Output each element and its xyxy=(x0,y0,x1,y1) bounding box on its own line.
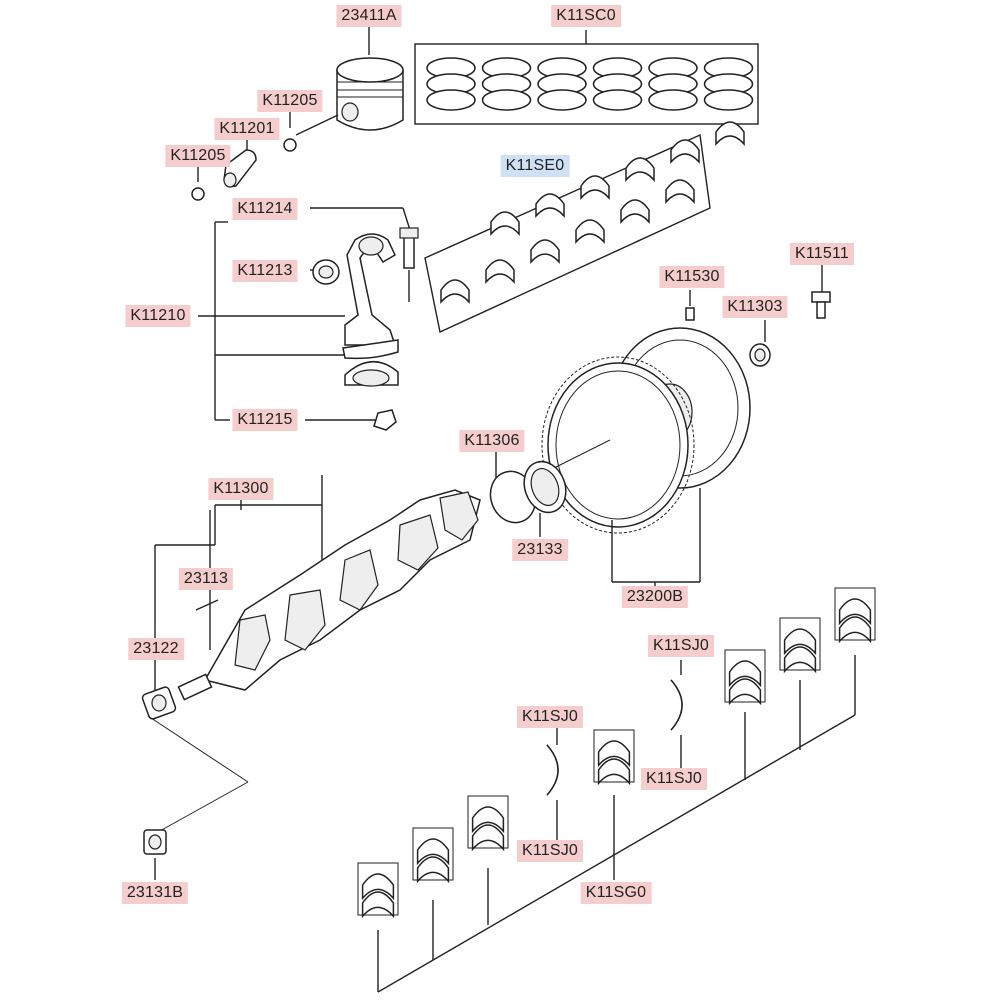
main-bearings xyxy=(357,587,876,993)
part-label-K11205-top[interactable]: K11205 xyxy=(257,90,323,112)
bearing-shell xyxy=(597,740,631,768)
part-label-K11SJ0-c[interactable]: K11SJ0 xyxy=(640,768,708,790)
piston-ring xyxy=(703,89,754,111)
conrod-callout-lines xyxy=(198,207,411,421)
part-label-23131B[interactable]: 23131B xyxy=(121,882,189,904)
bearing-shell xyxy=(597,758,631,786)
part-label-K11SE0[interactable]: K11SE0 xyxy=(500,155,570,177)
bearing-shell xyxy=(783,628,817,656)
bearing-shell xyxy=(715,121,745,146)
bearing-shell xyxy=(728,660,762,688)
bearing-shell xyxy=(575,219,605,244)
bearing-shell xyxy=(625,157,655,182)
bearing-shell xyxy=(670,139,700,164)
bearing-shell xyxy=(485,259,515,284)
piston-ring xyxy=(481,89,532,111)
bearing-shell xyxy=(361,891,395,919)
piston-ring xyxy=(537,89,587,111)
main-bearing-frame xyxy=(779,617,821,671)
main-bearing-frame xyxy=(834,587,876,641)
bearing-shell xyxy=(361,873,395,901)
piston-ring xyxy=(648,89,698,111)
part-label-K11205-bottom[interactable]: K11205 xyxy=(165,145,231,167)
part-label-K11530[interactable]: K11530 xyxy=(659,266,725,288)
piston-pin-clips xyxy=(191,110,339,201)
part-label-K11214[interactable]: K11214 xyxy=(232,198,298,220)
thrust-washer xyxy=(546,744,559,796)
bearing-shell xyxy=(838,598,872,626)
bearing-shell xyxy=(838,616,872,644)
connecting-rod xyxy=(312,227,419,431)
part-label-K11SJ0-b[interactable]: K11SJ0 xyxy=(516,706,584,728)
part-label-K11215[interactable]: K11215 xyxy=(232,409,298,431)
bearing-shell xyxy=(471,824,505,852)
bearing-shell xyxy=(471,806,505,834)
part-label-K11511[interactable]: K11511 xyxy=(790,243,854,265)
part-label-K11201[interactable]: K11201 xyxy=(214,118,280,140)
bearing-shell xyxy=(728,678,762,706)
part-label-23133[interactable]: 23133 xyxy=(512,539,568,561)
bearing-shell xyxy=(490,211,520,236)
bearing-shell xyxy=(620,199,650,224)
oil-seal xyxy=(489,452,567,537)
bearing-shell xyxy=(416,838,450,866)
piston-ring-set xyxy=(414,30,759,125)
flywheel-assembly xyxy=(541,265,831,590)
piston-ring xyxy=(426,89,476,111)
part-label-K11SC0[interactable]: K11SC0 xyxy=(551,5,621,27)
part-label-K11300[interactable]: K11300 xyxy=(208,478,274,500)
bearing-shell xyxy=(783,646,817,674)
part-label-K11210[interactable]: K11210 xyxy=(125,305,191,327)
part-label-23122[interactable]: 23122 xyxy=(128,638,184,660)
part-label-K11SJ0-d[interactable]: K11SJ0 xyxy=(516,840,584,862)
main-bearing-frame xyxy=(412,827,454,881)
bearing-shell xyxy=(530,239,560,264)
piston-ring xyxy=(592,89,643,111)
part-label-23200B[interactable]: 23200B xyxy=(621,586,689,608)
part-label-K11213[interactable]: K11213 xyxy=(232,260,298,282)
crankshaft xyxy=(141,475,481,880)
main-bearing-frame xyxy=(357,862,399,916)
conrod-bearing-set xyxy=(424,121,745,334)
main-bearing-frame xyxy=(593,729,635,783)
part-label-K11303[interactable]: K11303 xyxy=(722,296,788,318)
piston xyxy=(336,25,404,131)
bearing-shell xyxy=(535,193,565,218)
thrust-washer xyxy=(670,679,683,731)
bearing-shell xyxy=(440,279,470,304)
bearing-shell xyxy=(580,175,610,200)
main-bearing-frame xyxy=(467,795,509,849)
part-label-K11306[interactable]: K11306 xyxy=(459,430,525,452)
part-label-23411A[interactable]: 23411A xyxy=(336,5,402,27)
part-label-23113[interactable]: 23113 xyxy=(178,568,234,590)
bearing-shell xyxy=(665,179,695,204)
part-label-K11SG0[interactable]: K11SG0 xyxy=(580,882,652,904)
bearing-shell xyxy=(416,856,450,884)
part-label-K11SJ0-a[interactable]: K11SJ0 xyxy=(647,635,715,657)
main-bearing-frame xyxy=(724,649,766,703)
